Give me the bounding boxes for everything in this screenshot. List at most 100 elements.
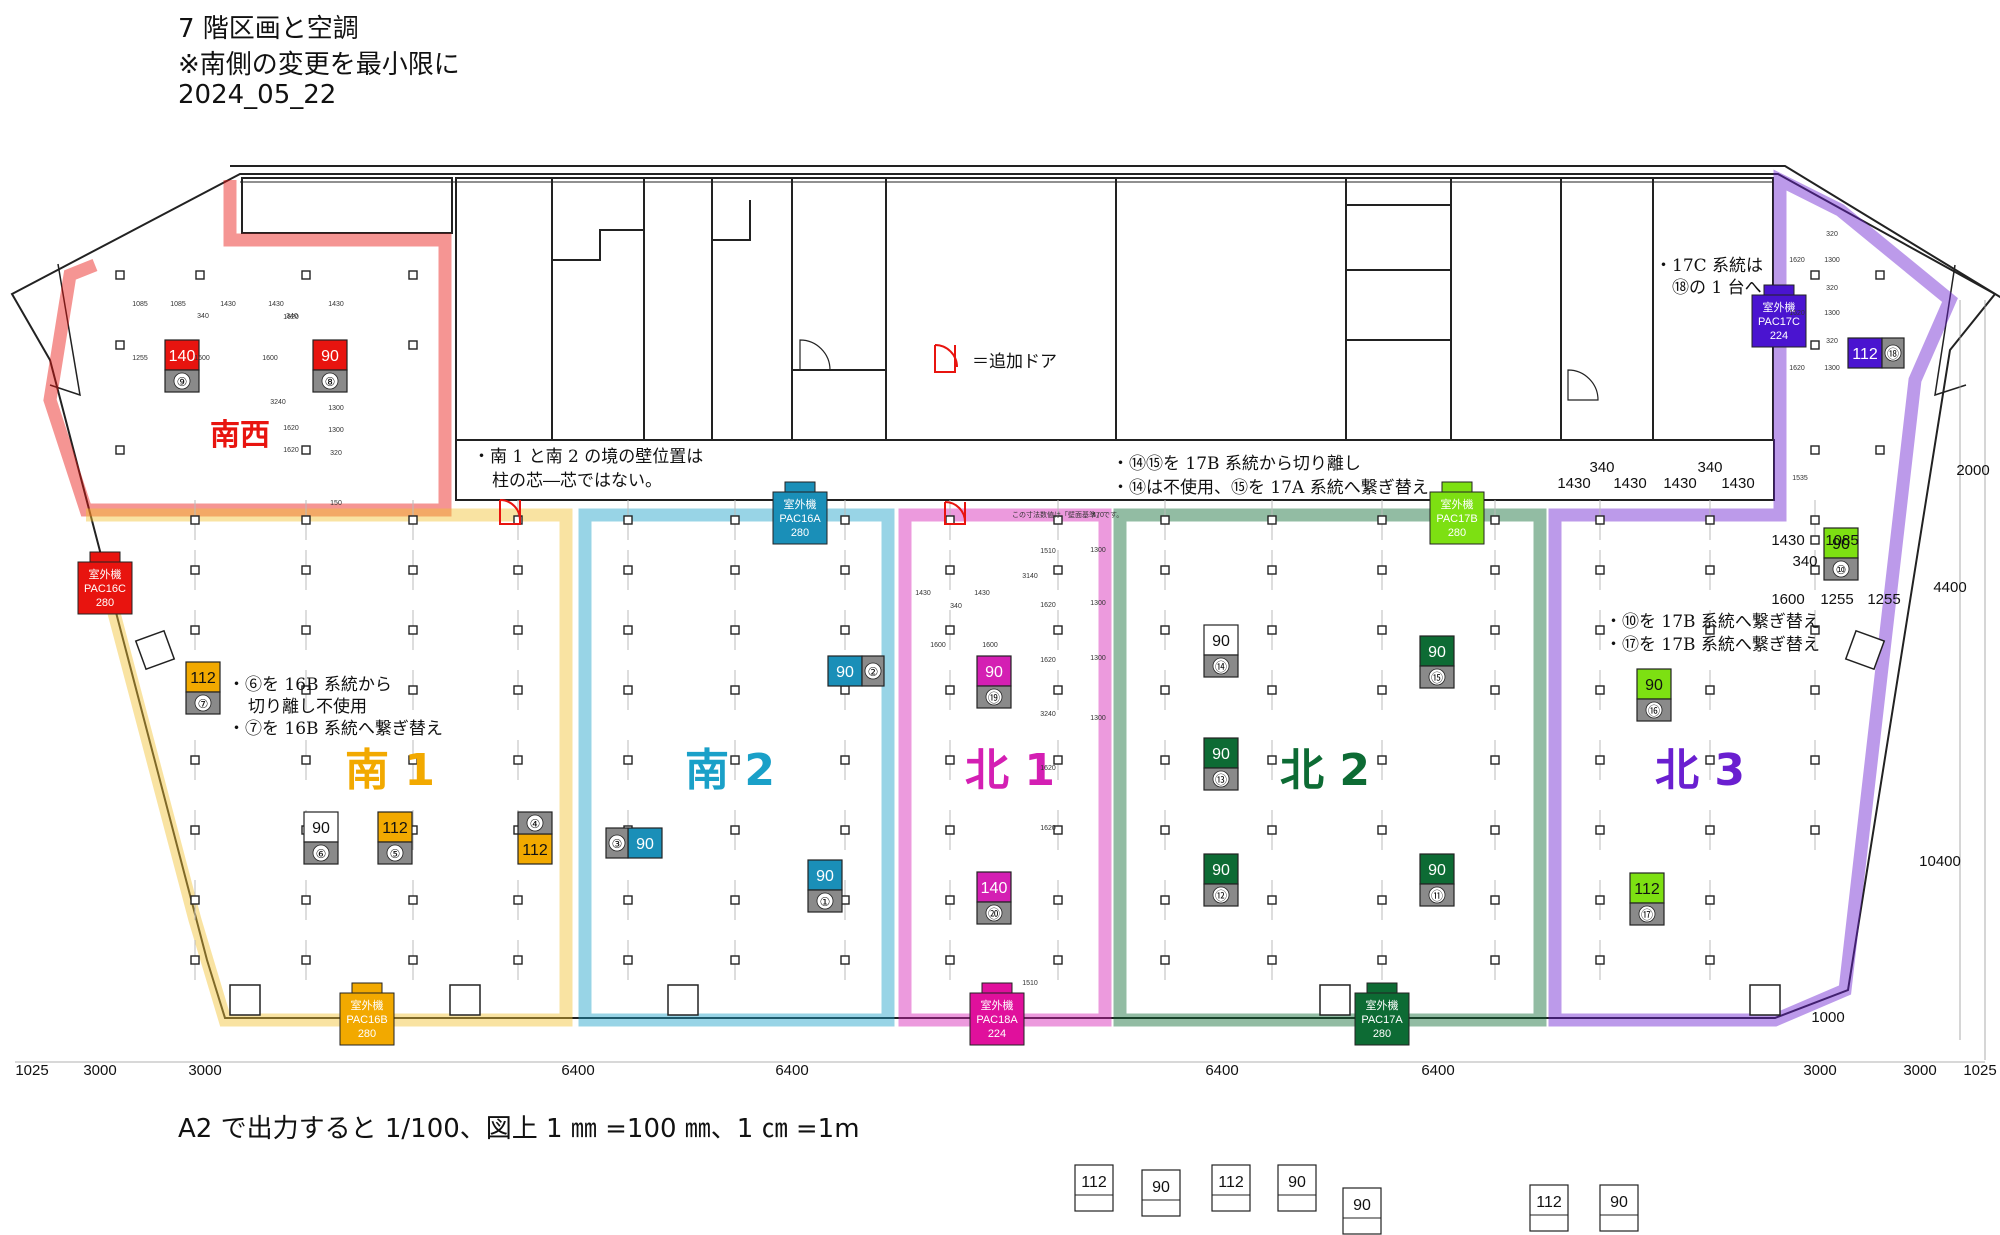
outdoor-units: 室外機PAC16C280室外機PAC16A280室外機PAC17B280室外機P…	[77, 284, 1807, 1046]
indoor-unit-body	[164, 339, 200, 371]
outdoor-unit-model: PAC17A	[1361, 1014, 1403, 1026]
column	[1160, 940, 1170, 980]
indoor-unit[interactable]: 90⑧	[312, 339, 348, 393]
indoor-unit-id: ⑳	[988, 907, 1000, 921]
dimension-label: 1620	[1040, 602, 1056, 609]
outdoor-unit-body	[772, 491, 828, 545]
column	[1490, 610, 1500, 650]
outdoor-unit-body	[1429, 491, 1485, 545]
indoor-unit-capacity: 112	[190, 670, 216, 687]
indoor-unit-id-circle	[526, 814, 544, 832]
column	[840, 610, 850, 650]
column	[301, 740, 311, 780]
column	[1810, 810, 1820, 850]
indoor-unit-id: ⑥	[316, 847, 327, 861]
outdoor-unit-model: PAC16A	[779, 513, 821, 525]
legend-unit-box	[1141, 1169, 1181, 1217]
column	[1810, 340, 1820, 350]
column	[945, 500, 955, 540]
indoor-unit-id: ⑰	[1641, 908, 1653, 922]
outdoor-unit-label: 室外機	[351, 998, 384, 1012]
outdoor-unit-label: 室外機	[981, 998, 1014, 1012]
dimension-label: 4400	[1933, 579, 1966, 596]
column	[513, 550, 523, 590]
column	[1705, 500, 1715, 540]
dimension-label: 1085	[132, 301, 148, 308]
column	[1595, 810, 1605, 850]
indoor-unit[interactable]: 90 ⑭	[1203, 624, 1239, 678]
column	[1377, 550, 1387, 590]
dimension-label: 3140	[1022, 573, 1038, 580]
dimension-label: 340	[1792, 553, 1817, 570]
dimension-label: 150	[330, 500, 342, 507]
dimension-label: 1600	[1771, 591, 1804, 608]
zone-label-minami1: 南 1	[345, 745, 435, 796]
column	[730, 810, 740, 850]
column	[1053, 740, 1063, 780]
dimension-label: 1620	[283, 425, 299, 432]
column	[840, 810, 850, 850]
column	[730, 940, 740, 980]
legend-unit-box	[1277, 1164, 1317, 1212]
column	[1160, 810, 1170, 850]
dimension-label: 1300	[1090, 655, 1106, 662]
column	[408, 610, 418, 650]
indoor-unit-capacity: 90	[1645, 677, 1663, 694]
indoor-unit-body	[1636, 668, 1672, 700]
dimension-label: 6400	[561, 1062, 594, 1079]
indoor-unit[interactable]: 90⑥	[303, 811, 339, 865]
zone-band-kita2	[1113, 508, 1547, 1027]
indoor-unit-capacity: 90	[816, 868, 834, 885]
column	[1160, 550, 1170, 590]
column	[301, 550, 311, 590]
column	[1377, 670, 1387, 710]
column	[1810, 740, 1820, 780]
column	[1267, 880, 1277, 920]
indoor-unit-body	[1629, 872, 1665, 904]
indoor-unit[interactable]: 90①	[807, 859, 843, 913]
column	[623, 940, 633, 980]
column	[513, 940, 523, 980]
indoor-unit-id: ③	[612, 837, 623, 851]
column	[1377, 940, 1387, 980]
column	[730, 550, 740, 590]
column	[408, 740, 418, 780]
indoor-unit-capacity: 90	[1212, 633, 1230, 650]
indoor-unit-body	[517, 833, 553, 865]
dimension-label: 340	[950, 603, 962, 610]
outdoor-unit-label: 室外機	[1366, 998, 1399, 1012]
outdoor-unit-label: 室外機	[1763, 300, 1796, 314]
note-unit10-2: ・⑰を 17B 系統へ繋ぎ替え	[1605, 635, 1820, 655]
legend-unit: 90	[1342, 1187, 1382, 1235]
outdoor-unit-body	[339, 992, 395, 1046]
indoor-unit[interactable]: 90③	[605, 827, 663, 859]
column	[190, 610, 200, 650]
column	[1595, 740, 1605, 780]
indoor-unit-id: ⑭	[1215, 660, 1227, 674]
outdoor-unit-capacity: 280	[96, 597, 114, 609]
column	[1705, 610, 1715, 650]
outdoor-unit-label: 室外機	[1441, 497, 1474, 511]
